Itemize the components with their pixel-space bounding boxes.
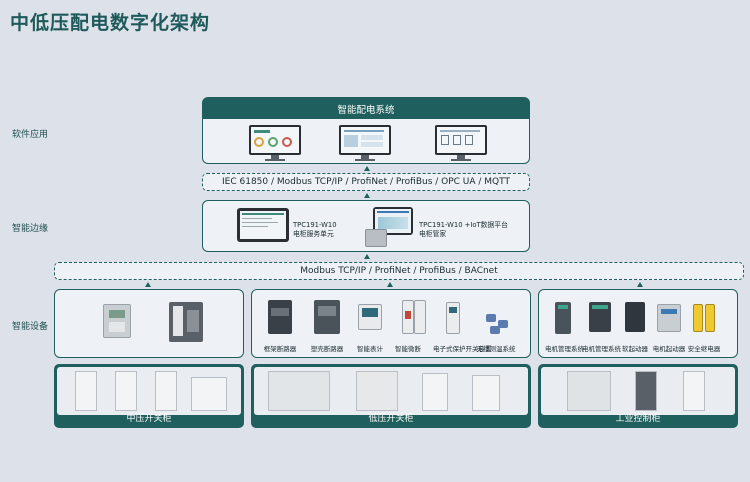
ind-device-label: 软起动器 [622, 345, 648, 353]
lv-device-label: 电子式保护开关装置 [433, 345, 492, 353]
layer-label-devices: 智能设备 [12, 322, 49, 332]
lv-device-label: 框架断路器 [263, 345, 297, 353]
vacuum-breaker-icon [169, 302, 203, 342]
edge-item1-line2: 电柜服务单元 [293, 230, 334, 238]
cabinet-icon [422, 373, 448, 411]
protection-relay-icon [103, 304, 131, 338]
software-box-header: 智能配电系统 [203, 98, 529, 119]
cabinet-icon [683, 371, 705, 411]
cabinet-icon [567, 371, 611, 411]
soft-starter-icon [625, 302, 645, 332]
edge-box: TPC191-W10 电柜服务单元 TPC191-W10 +IoT数据平台 电柜… [202, 200, 530, 252]
software-box: 智能配电系统 [202, 97, 530, 164]
motor-starter-icon [657, 304, 681, 332]
cabinet-icon [635, 371, 657, 411]
air-breaker-icon [268, 300, 292, 334]
ind-device-label: 安全继电器 [687, 345, 721, 353]
arrow-up-icon [364, 254, 370, 259]
cabinet-icon [191, 377, 227, 411]
ind-device-box: 电机管理系统电机管理系统软起动器电机起动器安全继电器 [538, 289, 738, 358]
lv-device-label: 塑壳断路器 [310, 345, 344, 353]
cabinet-icon [75, 371, 97, 411]
electronic-protection-icon [446, 302, 460, 334]
smart-meter-icon [358, 304, 382, 330]
arrow-up-icon [364, 166, 370, 171]
arrow-up-icon [637, 282, 643, 287]
motor-mgmt-icon [589, 302, 611, 332]
ind-switchgear-box: 工业控制柜 [538, 364, 738, 428]
layer-label-edge: 智能边缘 [12, 224, 49, 234]
cabinet-icon [472, 375, 500, 411]
lv-device-label: 智能微断 [395, 345, 421, 353]
monitor-2-icon [339, 125, 391, 161]
wireless-sensor-icon [486, 314, 496, 322]
layer-label-software: 软件应用 [12, 130, 49, 140]
tpc-panel-icon [237, 208, 289, 242]
mcb-icon [402, 300, 414, 334]
cabinet-icon [115, 371, 137, 411]
edge-item1-line1: TPC191-W10 [293, 221, 337, 229]
mv-switchgear-label: 中压开关柜 [126, 414, 172, 424]
wireless-sensor-icon [498, 320, 508, 328]
protocol-bar-mid: Modbus TCP/IP / ProfiNet / ProfiBus / BA… [54, 262, 744, 280]
arrow-up-icon [364, 193, 370, 198]
iot-gateway-icon [365, 229, 387, 247]
edge-item2-line1: TPC191-W10 +IoT数据平台 [419, 221, 508, 229]
mccb-icon [314, 300, 340, 334]
ind-device-label: 电机管理系统 [582, 345, 621, 353]
motor-mgmt-icon [555, 302, 571, 334]
mcb-icon [414, 300, 426, 334]
cabinet-icon [356, 371, 398, 411]
ind-device-label: 电机起动器 [652, 345, 686, 353]
monitor-1-icon [249, 125, 301, 161]
arrow-up-icon [145, 282, 151, 287]
mv-switchgear-box: 中压开关柜 [54, 364, 244, 428]
cabinet-icon [268, 371, 330, 411]
mv-device-box [54, 289, 244, 358]
cabinet-icon [155, 371, 177, 411]
lv-device-label: 智能表计 [357, 345, 383, 353]
ind-device-label: 电机管理系统 [545, 345, 584, 353]
monitor-3-icon [435, 125, 487, 161]
lv-switchgear-box: 低压开关柜 [251, 364, 531, 428]
lv-device-label: 无线测温系统 [476, 345, 516, 353]
edge-item2-line2: 电柜管家 [419, 230, 447, 238]
safety-relay-icon [693, 304, 703, 332]
wireless-sensor-icon [490, 326, 500, 334]
page-title: 中低压配电数字化架构 [10, 12, 211, 34]
protocol-bar-top: IEC 61850 / Modbus TCP/IP / ProfiNet / P… [202, 173, 530, 191]
ind-switchgear-label: 工业控制柜 [615, 414, 661, 424]
lv-switchgear-label: 低压开关柜 [368, 414, 414, 424]
lv-device-box: 框架断路器 塑壳断路器 智能表计 智能微断 电子式保护开关装置无线测温系统 [251, 289, 531, 358]
arrow-up-icon [387, 282, 393, 287]
safety-relay-icon [705, 304, 715, 332]
